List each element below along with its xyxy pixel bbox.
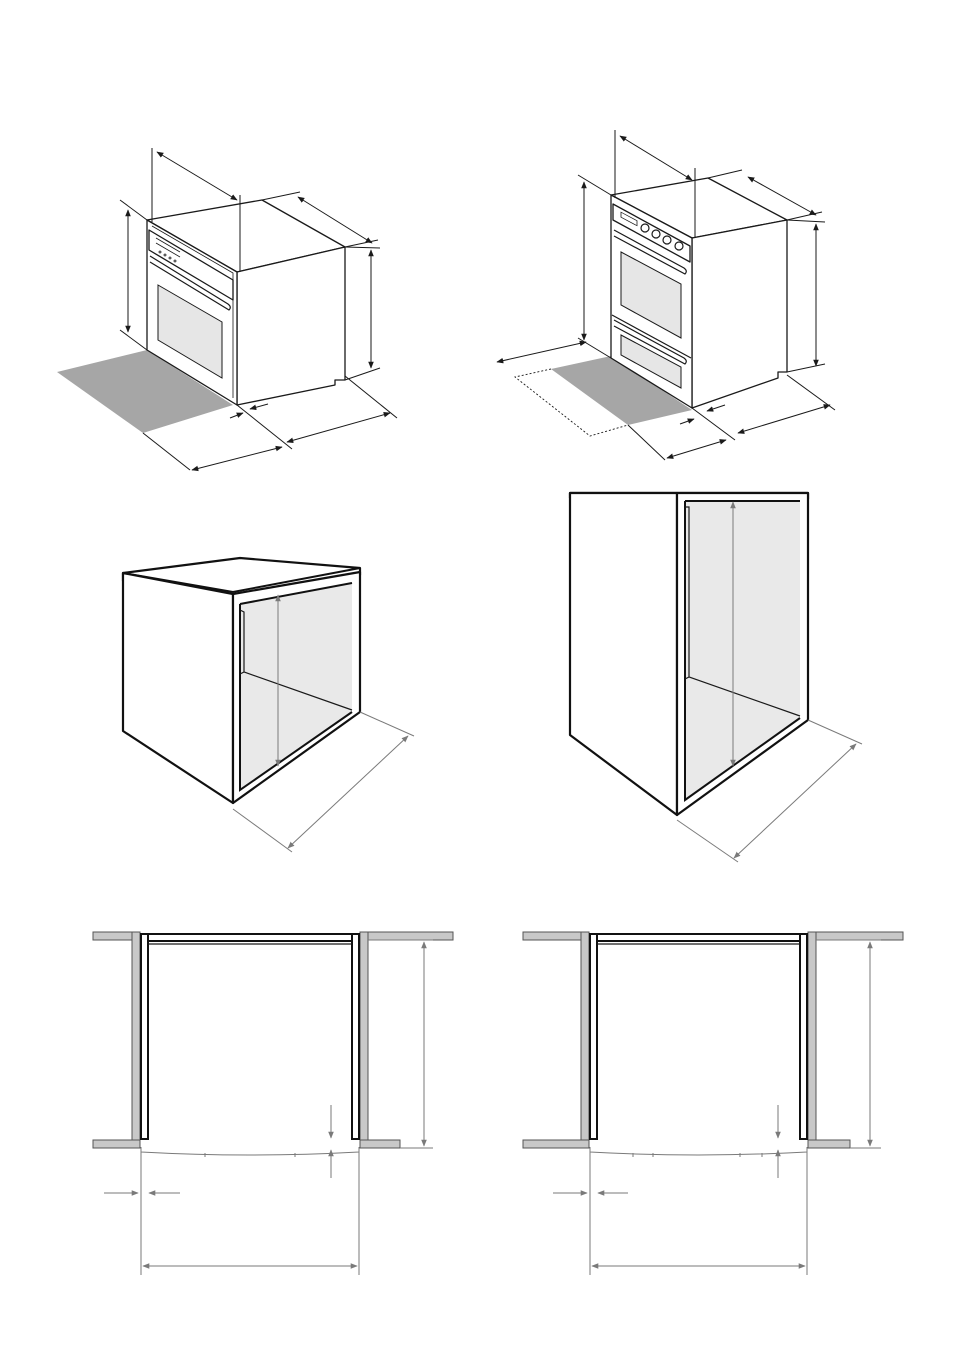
depth-dimension-arrow [157,152,237,200]
front-wall-left [523,1140,589,1148]
oven-side-face [237,247,345,405]
cabinet-panel-left [141,934,148,1139]
gap-dimension-arrow-b [250,404,268,409]
single-cabinet-figure [123,558,414,852]
single-cutout-plan-figure [93,932,453,1275]
double-cutout-plan-figure [523,932,903,1275]
cabinet-depth-dimension-arrow [288,736,408,848]
double-oven-figure [497,130,835,460]
oven-front-outline [141,1147,359,1155]
front-width-dimension-arrow [667,440,726,458]
left-extension-dimension-arrow [497,342,586,362]
tall-cabinet-figure [570,493,862,862]
cabinet-panel-back [597,934,800,941]
gap-dimension-arrow-b [707,405,725,411]
front-wall-right [360,1140,400,1148]
gap-dimension-arrow-a [230,413,243,418]
side-wall-right [808,932,816,1142]
back-wall-left [523,932,589,940]
side-wall-left [132,932,140,1142]
front-width-dimension-arrow [192,447,282,470]
front-wall-left [93,1140,140,1148]
side-depth-dimension-arrow [738,405,830,433]
oven-front-outline [590,1147,807,1155]
gap-dimension-arrow-a [680,419,694,424]
cabinet-left-side [570,493,677,815]
cabinet-panel-right [800,934,807,1139]
back-wall-right [360,932,453,940]
oven-side-face [692,220,787,408]
side-wall-right [360,932,368,1142]
cabinet-panel-left [590,934,597,1139]
single-oven-figure [57,148,397,470]
cabinet-cavity [685,501,800,800]
cabinet-left-side [123,573,233,803]
back-wall-right [808,932,903,940]
cabinet-panel-right [352,934,359,1139]
side-wall-left [581,932,589,1142]
depth-dimension-arrow [620,136,692,180]
side-depth-dimension-arrow [287,413,390,442]
cabinet-panel-back [148,934,352,941]
front-wall-right [808,1140,850,1148]
